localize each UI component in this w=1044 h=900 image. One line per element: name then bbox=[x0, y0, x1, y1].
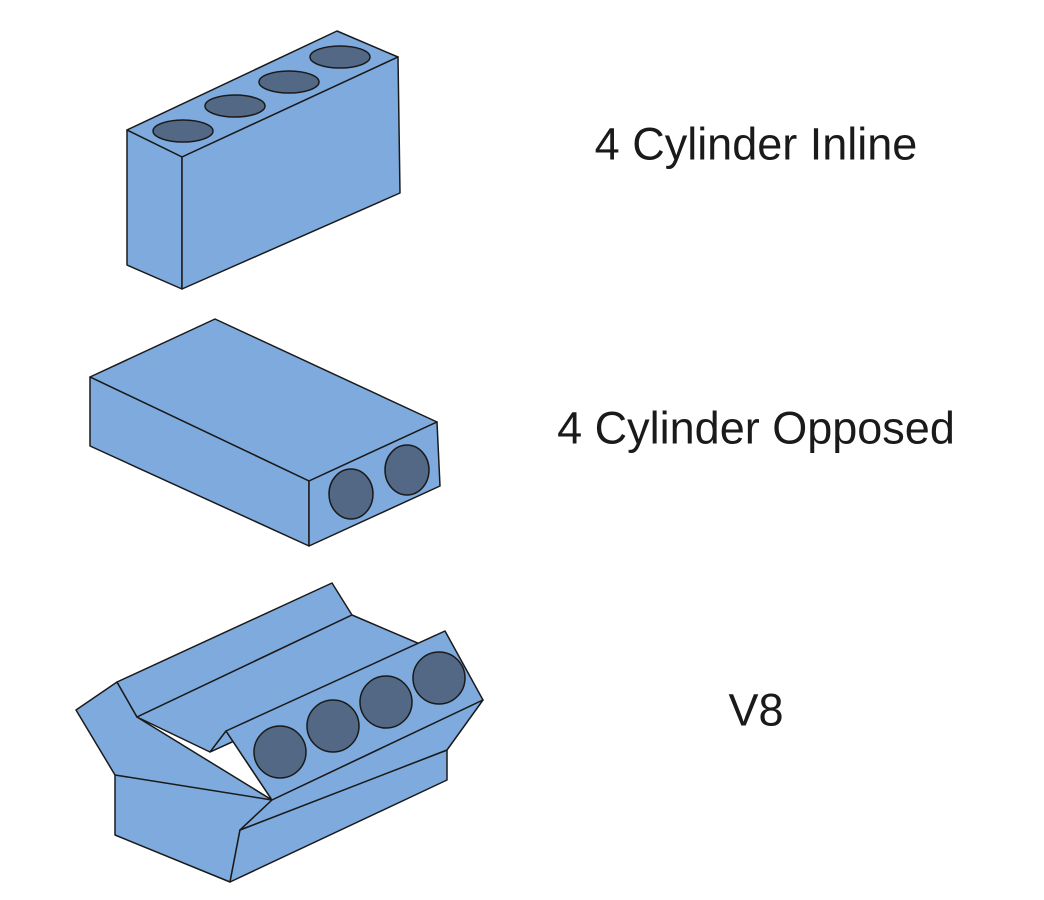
v8-cylinder bbox=[359, 675, 413, 729]
inline4-cylinder bbox=[152, 119, 214, 143]
inline4-cylinder bbox=[204, 94, 266, 118]
v8-right-bank-lower-face bbox=[239, 699, 484, 831]
v8-cylinder bbox=[306, 699, 360, 753]
opposed4-cylinder bbox=[384, 444, 430, 496]
v8-cylinder bbox=[253, 725, 307, 779]
v8-cylinder bbox=[412, 651, 466, 705]
inline4-cylinder bbox=[258, 70, 320, 94]
inline4-left-face bbox=[126, 129, 183, 290]
inline4-label: 4 Cylinder Inline bbox=[594, 118, 918, 170]
opposed4-engine-block bbox=[89, 318, 441, 547]
opposed4-label: 4 Cylinder Opposed bbox=[557, 402, 955, 454]
inline4-cylinder bbox=[309, 45, 371, 69]
v8-left-bank-outer-face bbox=[75, 681, 273, 801]
opposed4-cylinder bbox=[328, 468, 374, 520]
inline4-front-face bbox=[181, 56, 401, 290]
v8-engine-block bbox=[75, 582, 484, 883]
v8-label: V8 bbox=[728, 684, 784, 736]
inline4-engine-block bbox=[126, 30, 401, 290]
